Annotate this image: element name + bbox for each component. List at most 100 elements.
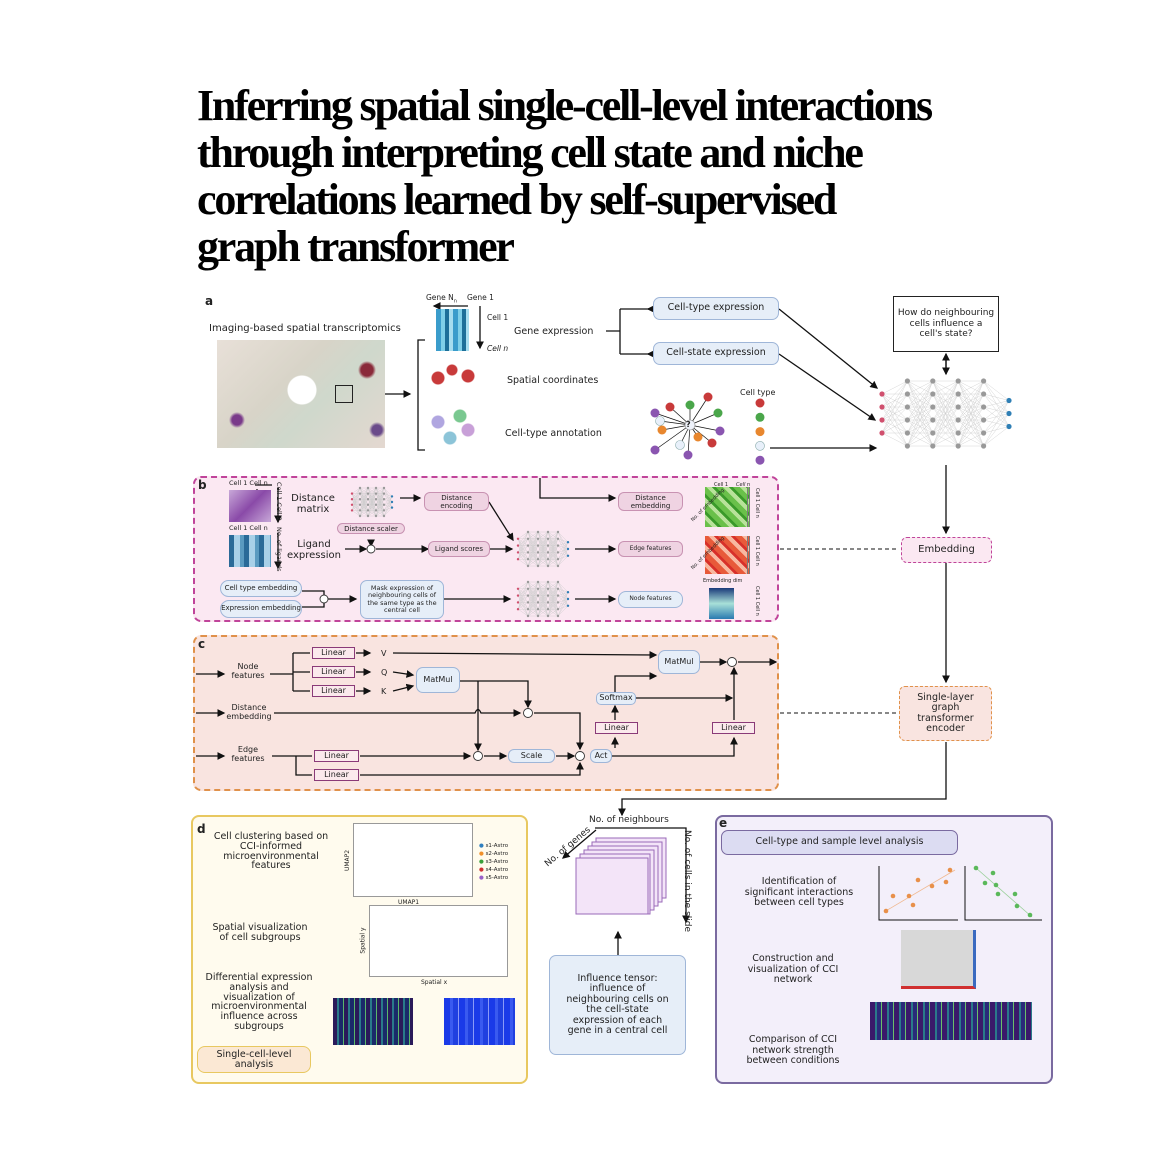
scatter-point [1027, 912, 1033, 918]
net-edge [881, 419, 908, 434]
net-node [556, 564, 560, 568]
net-node [366, 492, 370, 495]
panel-label-b: b [198, 478, 207, 492]
linear-k-box: Linear [312, 685, 355, 697]
net-node [566, 591, 570, 594]
net-edge [527, 538, 539, 567]
net-edge [359, 504, 369, 517]
net-edge [547, 602, 559, 617]
net-node [536, 544, 540, 547]
net-node [1006, 423, 1012, 430]
net-edge [375, 487, 385, 517]
net-node [556, 537, 560, 540]
node-network [516, 580, 570, 618]
net-node [374, 498, 378, 501]
cell1-cell2-label: Cell 1 Cell 2 [275, 482, 283, 521]
neighbour-cell [707, 438, 717, 448]
net-node [566, 541, 570, 544]
net-node [350, 492, 354, 495]
encoder-box: Single-layer graph transformer encoder [899, 686, 992, 741]
net-node [955, 430, 961, 436]
node-features-matrix [709, 588, 734, 619]
net-edge [537, 581, 549, 589]
net-edge [557, 592, 569, 603]
net-node [930, 417, 936, 423]
net-node [374, 492, 378, 495]
net-edge [547, 531, 559, 567]
net-edge [907, 393, 933, 447]
net-node [536, 551, 540, 554]
edge-features-label: Edge features [231, 745, 265, 763]
net-edge [517, 602, 529, 610]
interaction-edge [654, 424, 691, 451]
neighbour-cell [693, 432, 703, 442]
net-node [546, 564, 550, 568]
cell1-celln-top: Cell 1 Cell n [229, 479, 268, 487]
multiply-node [523, 708, 533, 718]
net-edge [557, 531, 569, 543]
net-edge [367, 493, 377, 517]
cell-type-legend-dot [755, 455, 765, 465]
net-edge [351, 510, 361, 517]
net-edge [383, 501, 393, 517]
net-node [955, 404, 961, 410]
net-edge [557, 598, 569, 617]
net-edge [517, 538, 529, 560]
net-edge [537, 609, 549, 617]
net-edge [983, 426, 1010, 447]
net-node [955, 443, 961, 449]
net-node [955, 391, 961, 397]
matmul-v-box: MatMul [658, 650, 700, 674]
net-node [350, 503, 354, 506]
gene-expression-heatmap [436, 309, 469, 351]
cell-n-label: Cell n [487, 344, 509, 353]
net-edge [557, 592, 569, 617]
cell-type-legend-title: Cell type [740, 388, 776, 397]
net-edge [537, 545, 549, 567]
scatter-point [910, 902, 916, 908]
cell-range-label-3: Cell 1 Cell n [754, 586, 760, 616]
matmul-qk-box: MatMul [416, 667, 460, 693]
net-edge [557, 542, 569, 553]
distance-embedding-label: Distance embedding [226, 703, 272, 721]
net-edge [527, 545, 539, 567]
net-node [358, 509, 362, 512]
net-node [904, 443, 911, 449]
influence-tensor-box: Influence tensor: influence of neighbour… [549, 955, 686, 1055]
umap2-label: UMAP2 [344, 849, 352, 872]
net-node [981, 430, 987, 436]
net-edge [547, 609, 559, 617]
title-line: Inferring spatial single-cell-level inte… [197, 81, 933, 130]
net-edge [958, 419, 984, 447]
net-node [556, 614, 560, 618]
net-node [382, 509, 386, 512]
net-edge [359, 510, 369, 517]
net-node [526, 537, 530, 540]
net-edge [375, 499, 385, 517]
net-node [536, 537, 540, 540]
scatter-point [947, 867, 953, 873]
net-edge [958, 380, 984, 434]
net-node [536, 530, 540, 534]
legend-dot: ● [479, 875, 484, 881]
net-edge [383, 507, 393, 517]
net-node [516, 608, 520, 611]
scatter-point [883, 908, 889, 914]
net-node [981, 378, 987, 384]
net-edge [547, 588, 559, 617]
net-edge [547, 559, 559, 567]
net-edge [907, 380, 933, 447]
net-node [904, 430, 911, 436]
net-node [556, 544, 560, 547]
net-edge [932, 380, 959, 421]
neighbour-cell [715, 426, 725, 436]
umap-plot [353, 823, 473, 897]
cell-type-legend-dot [755, 398, 765, 408]
zoom-region-box [335, 385, 353, 403]
panel-label-c: c [198, 637, 206, 651]
neighbour-cell [683, 450, 693, 460]
gene-nn-text: Gene N [426, 293, 454, 302]
scatter-point [915, 877, 921, 883]
net-edge [907, 380, 933, 434]
net-edge [881, 432, 908, 447]
